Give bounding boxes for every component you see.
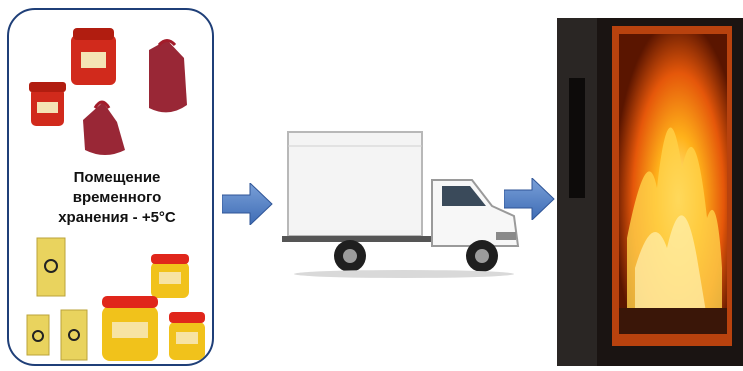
- storage-label-line-1: Помещение: [22, 168, 212, 188]
- storage-label: Помещение временного хранения - +5°C: [22, 168, 212, 228]
- yellow-waste-container-large-icon: [102, 296, 158, 361]
- temporary-storage-room: Помещение временного хранения - +5°C: [7, 8, 214, 366]
- incinerator-furnace-icon: [557, 18, 743, 366]
- storage-label-line-3: хранения - +5°C: [22, 208, 212, 228]
- yellow-sharps-box-icon: [61, 310, 87, 360]
- right-arrow-icon: [222, 183, 274, 225]
- yellow-waste-container-icon: [151, 254, 189, 298]
- yellow-sharps-box-icon: [27, 315, 49, 355]
- biohazard-bag-icon: [83, 102, 125, 155]
- red-waste-container-small-icon: [29, 82, 66, 126]
- right-arrow-icon: [504, 178, 556, 220]
- yellow-sharps-box-icon: [37, 238, 65, 296]
- red-waste-container-icon: [71, 28, 116, 85]
- biohazard-bag-icon: [149, 40, 187, 112]
- storage-label-line-2: временного: [22, 188, 212, 208]
- yellow-waste-container-icon: [169, 312, 205, 360]
- refrigerated-truck-icon: [282, 128, 527, 278]
